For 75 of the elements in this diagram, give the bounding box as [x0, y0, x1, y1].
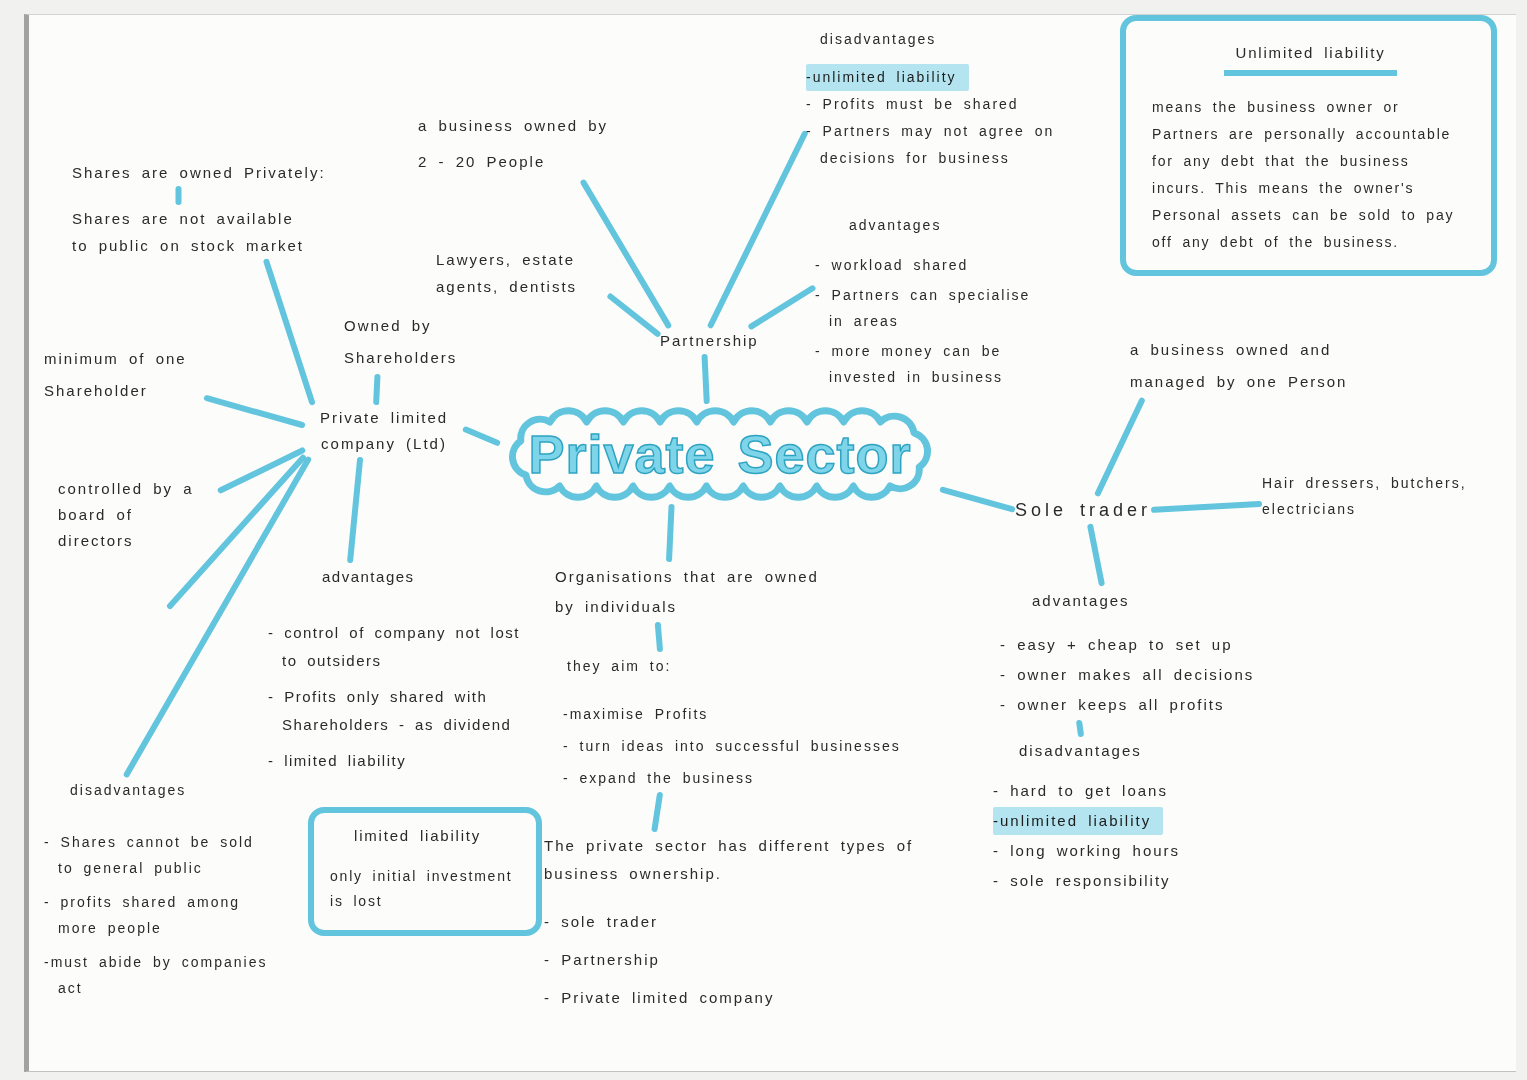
- connector-line: [123, 456, 312, 778]
- note-text: Shares are not available to public on stock market: [72, 205, 314, 259]
- bullet-item: - control of company not lost to outsiders: [268, 623, 521, 671]
- connector-line: [654, 622, 663, 652]
- connector-line: [707, 130, 808, 329]
- note-text: Organisations that are owned by individuals: [555, 562, 840, 622]
- connector-line: [263, 258, 315, 406]
- bullet-item: - Partners may not agree on decisions for business: [806, 122, 1056, 168]
- bullet-item: - owner keeps all profits: [1000, 695, 1225, 715]
- connector-line: [607, 293, 661, 337]
- definition-text: only initial investment is lost: [330, 867, 514, 911]
- connector-line: [748, 285, 816, 330]
- connector-line: [373, 374, 381, 405]
- note-text: Sole trader: [1015, 496, 1152, 524]
- highlighted-item: -unlimited liability: [806, 64, 969, 91]
- bullet-item: - Profits must be shared: [806, 95, 1019, 114]
- bullet-item: -must abide by companies act: [44, 953, 269, 998]
- bullet-item: - sole trader: [544, 912, 659, 932]
- connector-line: [580, 179, 672, 329]
- connector-line: [701, 354, 710, 404]
- bullet-item: - expand the business: [563, 769, 754, 788]
- note-text: Hair dressers, butchers, electricians: [1262, 470, 1490, 522]
- section-heading: disadvantages: [1019, 741, 1142, 761]
- connector-line: [175, 186, 182, 205]
- note-text: Private limited company (Ltd): [305, 405, 463, 457]
- bullet-item: -maximise Profits: [563, 705, 709, 724]
- bullet-item: - sole responsibility: [993, 871, 1171, 891]
- bullet-item: - limited liability: [268, 751, 407, 771]
- note-text: Partnership: [660, 328, 759, 354]
- section-heading: disadvantages: [820, 30, 937, 49]
- paragraph-text: The private sector has different types of business ownership.: [544, 836, 915, 884]
- connector-line: [1151, 501, 1262, 513]
- section-heading: disadvantages: [70, 781, 187, 800]
- definition-box: [1120, 15, 1497, 276]
- bullet-item: - Partners can specialise in areas: [815, 286, 1032, 331]
- section-heading: advantages: [1032, 591, 1130, 611]
- section-heading: they aim to:: [567, 657, 672, 676]
- section-heading: advantages: [322, 567, 415, 587]
- connector-line: [462, 426, 501, 446]
- connector-line: [167, 454, 306, 609]
- note-text: Owned by Shareholders: [344, 310, 478, 374]
- note-text: Lawyers, estate agents, dentists: [436, 246, 608, 300]
- note-text: a business owned by 2 - 20 People: [418, 108, 623, 180]
- central-topic-text: Private Sector: [528, 427, 912, 481]
- connector-line: [666, 504, 675, 562]
- note-text: controlled by a board of directors: [58, 476, 218, 554]
- bullet-item: - hard to get loans: [993, 781, 1168, 801]
- bullet-item: - Private limited company: [544, 988, 775, 1008]
- definition-text: means the business owner or Partners are personally accountable for any debt that the business incurs. This means the owner's Personal assets can be sold to pay off any debt of the business.: [1152, 98, 1456, 252]
- bullet-item: - long working hours: [993, 841, 1181, 861]
- connector-line: [651, 792, 663, 832]
- box-heading: limited liability: [353, 826, 483, 846]
- connector-line: [217, 447, 306, 494]
- bullet-item: - more money can be invested in business: [815, 342, 1005, 387]
- bullet-item: - workload shared: [815, 256, 969, 275]
- note-text: minimum of one Shareholder: [44, 343, 204, 407]
- note-text: Shares are owned Privately:: [72, 160, 326, 186]
- bullet-item: - profits shared among more people: [44, 893, 242, 938]
- section-heading: advantages: [849, 216, 942, 235]
- connector-line: [939, 486, 1016, 513]
- connector-line: [1094, 397, 1145, 497]
- connector-line: [203, 395, 306, 428]
- note-text: a business owned and managed by one Person: [1130, 334, 1392, 398]
- bullet-item: - owner makes all decisions: [1000, 665, 1255, 685]
- connector-line: [1076, 720, 1084, 737]
- bullet-item: - Partnership: [544, 950, 660, 970]
- box-heading: Unlimited liability: [1223, 39, 1398, 76]
- highlighted-item: -unlimited liability: [993, 807, 1164, 835]
- bullet-item: - easy + cheap to set up: [1000, 635, 1233, 655]
- bullet-item: - turn ideas into successful businesses: [563, 737, 901, 756]
- definition-box: [308, 807, 542, 936]
- bullet-item: - Profits only shared with Shareholders - as dividend: [268, 687, 513, 735]
- bullet-item: - Shares cannot be sold to general public: [44, 833, 255, 878]
- connector-line: [347, 457, 363, 563]
- connector-line: [1087, 523, 1105, 587]
